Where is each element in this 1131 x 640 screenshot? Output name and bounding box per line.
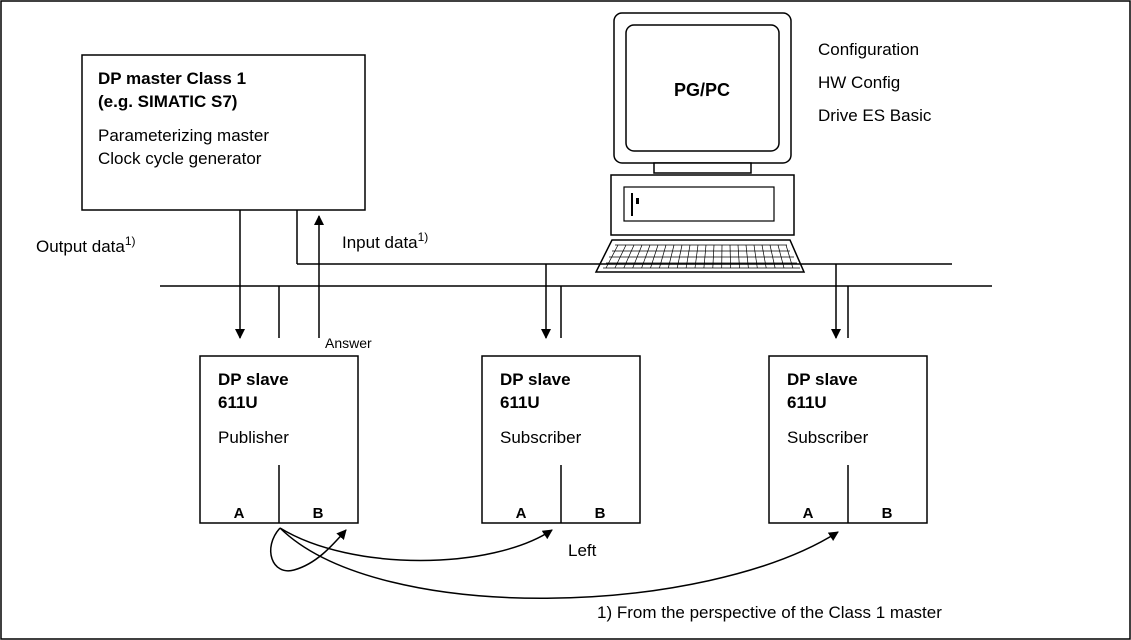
dp-slave-subscriber-2: DP slave 611U Subscriber A B xyxy=(768,355,928,524)
slave2-role: Subscriber xyxy=(500,428,582,447)
slave1-title-line1: DP slave xyxy=(218,370,289,389)
dp-slave-publisher: DP slave 611U Publisher A B xyxy=(199,355,359,524)
publisher-to-subscriber1-arrow xyxy=(279,527,553,562)
slave1-port-b: B xyxy=(313,505,324,522)
slave1-role: Publisher xyxy=(218,428,289,447)
slave3-role: Subscriber xyxy=(787,428,869,447)
pgpc-info-hw-config: HW Config xyxy=(818,73,900,92)
slave2-title-line1: DP slave xyxy=(500,370,571,389)
slave3-port-a: A xyxy=(803,505,814,522)
publisher-self-loop-arrow xyxy=(269,527,347,572)
pgpc-info-drive-es: Drive ES Basic xyxy=(818,106,932,125)
slave1-title-line2: 611U xyxy=(218,393,258,412)
slave1-port-a: A xyxy=(234,505,245,522)
answer-label: Answer xyxy=(325,335,372,351)
left-label: Left xyxy=(568,541,597,560)
input-data-label: Input data1) xyxy=(342,230,428,252)
slave2-port-a: A xyxy=(516,505,527,522)
output-data-label: Output data1) xyxy=(36,234,136,256)
dp-slave-subscriber-1: DP slave 611U Subscriber A B xyxy=(481,355,641,524)
master-role-line2: Clock cycle generator xyxy=(98,149,262,168)
pg-pc-computer-icon: PG/PC Configuration HW Config Drive ES B… xyxy=(594,12,932,273)
master-title-line1: DP master Class 1 xyxy=(98,69,246,88)
master-role-line1: Parameterizing master xyxy=(98,126,269,145)
footnote: 1) From the perspective of the Class 1 m… xyxy=(597,603,942,622)
slave2-port-b: B xyxy=(595,505,606,522)
slave3-port-b: B xyxy=(882,505,893,522)
pgpc-info-configuration: Configuration xyxy=(818,40,919,59)
slave3-title-line1: DP slave xyxy=(787,370,858,389)
dp-master-box: DP master Class 1 (e.g. SIMATIC S7) Para… xyxy=(81,54,366,211)
master-title-line2: (e.g. SIMATIC S7) xyxy=(98,92,237,111)
slave2-title-line2: 611U xyxy=(500,393,540,412)
slave3-title-line2: 611U xyxy=(787,393,827,412)
pgpc-screen-label: PG/PC xyxy=(674,80,730,100)
publisher-to-subscriber2-arrow xyxy=(279,527,839,599)
